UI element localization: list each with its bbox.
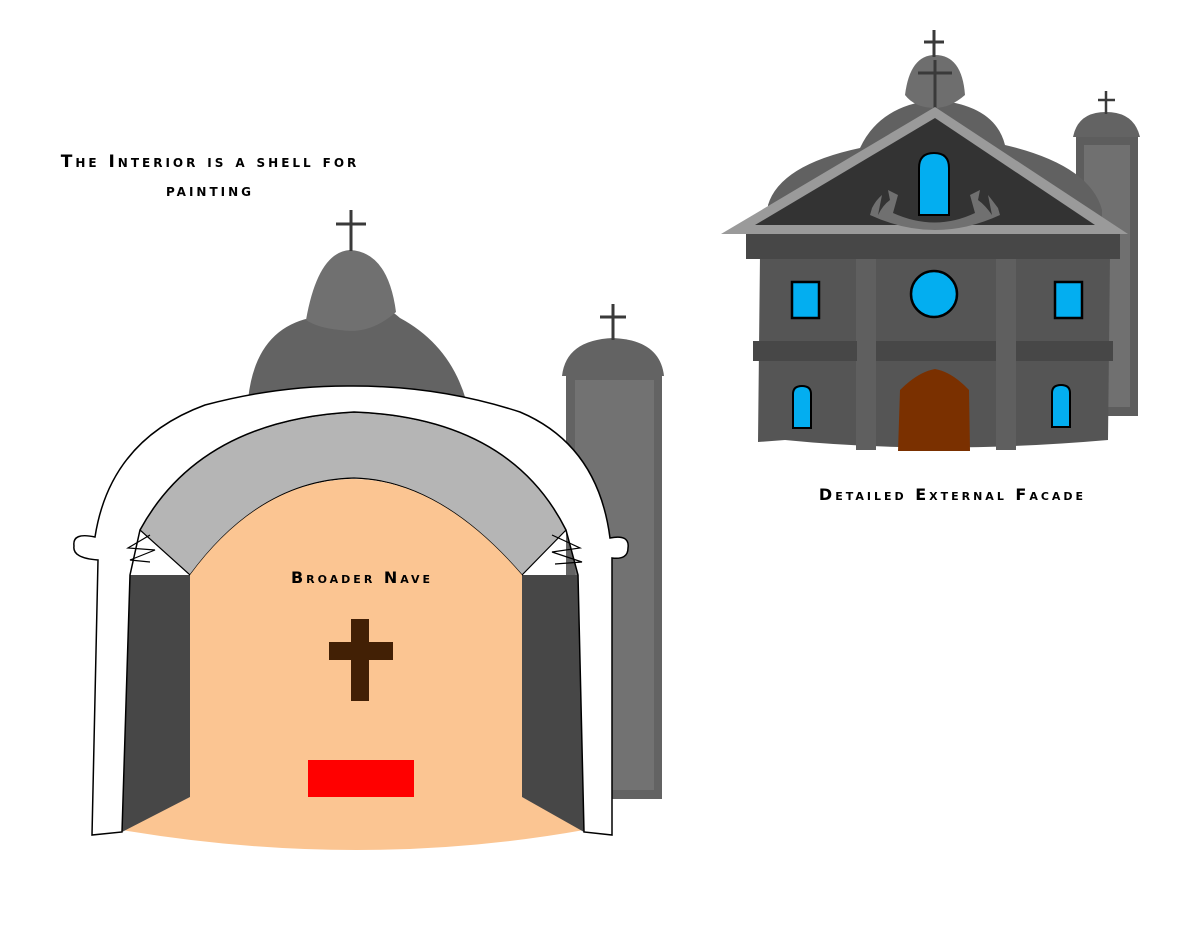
- altar-block: [308, 760, 414, 797]
- facade-label: Detailed External Facade: [818, 485, 1087, 504]
- upper-left-window: [790, 280, 821, 320]
- interior-caption: The Interior is a shell for painting: [0, 148, 420, 206]
- facade-illustration: [721, 30, 1140, 451]
- interior-caption-line1: The Interior is a shell for: [60, 152, 360, 172]
- main-door: [898, 369, 970, 451]
- pediment-window: [918, 151, 950, 216]
- right-aisle-wall: [522, 575, 584, 832]
- interior-caption-line2: painting: [165, 181, 255, 201]
- rose-window: [909, 269, 959, 319]
- tower-cross-icon: [600, 304, 626, 340]
- pediment-ornament: [870, 190, 1000, 230]
- facade-top-cross-icon: [918, 30, 952, 110]
- lower-right-window: [1051, 383, 1071, 428]
- entablature: [746, 233, 1120, 259]
- nave-label: Broader Nave: [290, 568, 434, 587]
- facade-tower-cross-icon: [1098, 91, 1115, 114]
- left-aisle-wall: [122, 575, 190, 832]
- dome-cross-icon: [336, 210, 366, 251]
- upper-right-window: [1053, 280, 1084, 320]
- arch-frame: [73, 385, 629, 836]
- interior-illustration: [73, 210, 664, 850]
- lower-left-window: [792, 384, 812, 429]
- altar-cross-icon: [329, 619, 393, 701]
- nave-floor: [122, 797, 584, 850]
- interior-dome: [248, 210, 466, 400]
